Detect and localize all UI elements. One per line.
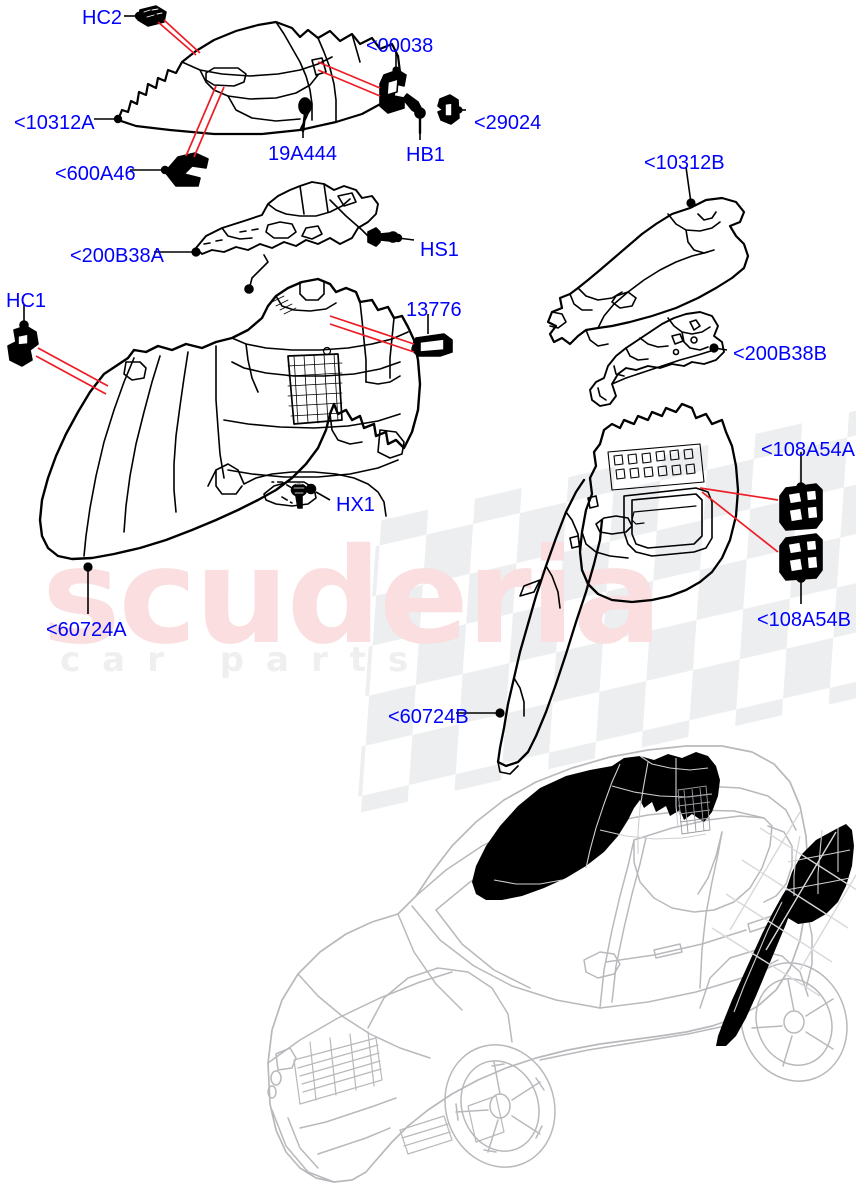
part-label-p29024[interactable]: <29024: [474, 112, 542, 134]
part-108A54A-mounting-clip: [779, 483, 823, 531]
part-10312B-upper-quarter-trim-right: [546, 196, 750, 347]
part-label-p200b38b[interactable]: <200B38B: [733, 343, 827, 365]
part-label-hb1[interactable]: HB1: [406, 144, 445, 166]
part-HB1-bolt: [402, 93, 426, 135]
part-label-p13776[interactable]: 13776: [406, 299, 462, 321]
part-label-p10312b[interactable]: <10312B: [644, 152, 725, 174]
part-29024-grommet: [437, 94, 460, 125]
leader-anchor-dots: [83, 11, 719, 718]
part-HX1-fastener: [271, 481, 317, 509]
part-200B38B-reinforcement-bracket: [589, 311, 725, 407]
part-label-hx1[interactable]: HX1: [336, 494, 375, 516]
part-00038-bracket: [379, 69, 407, 114]
rear-wheel: [740, 962, 848, 1082]
part-19A444-pin: [298, 97, 312, 133]
part-label-p108a54a[interactable]: <108A54A: [761, 439, 855, 461]
part-60724B-loadspace-side-trim-right: [496, 402, 740, 775]
cargo-net-pocket: [287, 346, 343, 425]
part-label-p600a46[interactable]: <600A46: [55, 163, 136, 185]
part-label-hc1[interactable]: HC1: [6, 290, 47, 312]
part-label-p00038[interactable]: <00038: [366, 35, 434, 57]
part-HC1-retaining-clip: [7, 325, 39, 367]
part-label-p200b38a[interactable]: <200B38A: [70, 245, 164, 267]
vehicle-highlight-parts: [472, 752, 856, 1046]
part-200B38A-reinforcement-bracket: [195, 181, 379, 294]
part-600A46-trim-clip: [164, 152, 209, 187]
part-108A54B-mounting-clip: [779, 533, 823, 581]
part-label-hc2[interactable]: HC2: [82, 7, 123, 29]
vent-grille: [607, 443, 705, 491]
watermark-tagline-text: car parts: [60, 640, 431, 680]
part-label-p19a444[interactable]: 19A444: [268, 143, 337, 165]
checkered-flag-watermark: [357, 402, 856, 814]
part-label-p108a54b[interactable]: <108A54B: [757, 609, 851, 631]
part-label-hs1[interactable]: HS1: [420, 239, 459, 261]
part-label-p10312a[interactable]: <10312A: [14, 112, 95, 134]
part-60724A-loadspace-side-trim-left: [38, 277, 422, 561]
part-13776-cover-cap: [411, 333, 453, 357]
part-label-p60724b[interactable]: <60724B: [388, 706, 469, 728]
assembly-highlight-lines: [35, 19, 779, 553]
front-wheel: [444, 1044, 556, 1168]
part-label-p60724a[interactable]: <60724A: [46, 619, 127, 641]
